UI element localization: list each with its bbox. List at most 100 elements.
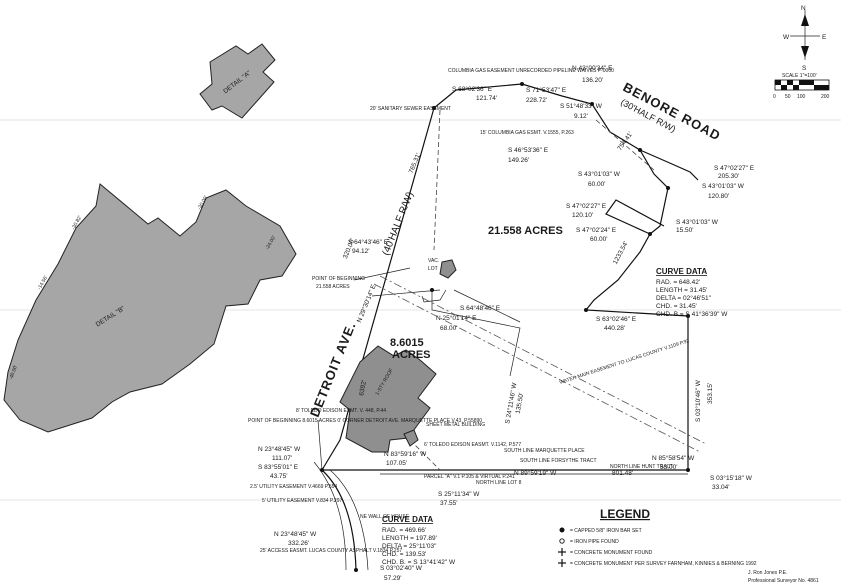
south-acreage-label-b: ACRES	[392, 349, 431, 361]
svg-text:5' UTILITY EASEMENT V.834 P.29: 5' UTILITY EASEMENT V.834 P.297	[262, 498, 342, 504]
legend-item-1: = IRON PIPE FOUND	[570, 539, 619, 545]
south-acreage-label-a: 8.6015	[390, 337, 424, 349]
svg-text:6' TOLEDO EDISON EASMT. V.1142: 6' TOLEDO EDISON EASMT. V.1142, P.577	[424, 442, 521, 448]
sheet-metal-label: SHEET METAL BUILDING	[426, 422, 485, 428]
svg-text:S 47°02'24" E: S 47°02'24" E	[576, 226, 617, 234]
scale-bar: SCALE 1"=100' 0 50 100 200	[773, 73, 830, 100]
svg-text:SOUTH LINE FORSYTHE TRACT: SOUTH LINE FORSYTHE TRACT	[520, 458, 597, 464]
svg-text:21.558 ACRES: 21.558 ACRES	[316, 284, 350, 290]
svg-text:2.5' UTILITY EASEMENT V.4669 P: 2.5' UTILITY EASEMENT V.4669 P.554	[250, 484, 337, 490]
scale-tick-2: 100	[797, 94, 806, 100]
svg-text:S 43°01'03" W: S 43°01'03" W	[578, 170, 621, 178]
bearing-labels-south: N 23°48'45" W 111.07' S 83°55'01" E 43.7…	[258, 445, 753, 582]
svg-text:S 64°48'46" E: S 64°48'46" E	[460, 304, 501, 312]
svg-text:S 64°43'46" E: S 64°43'46" E	[348, 238, 389, 246]
svg-text:WATER MAIN EASEMENT TO LUCAS C: WATER MAIN EASEMENT TO LUCAS COUNTY V.11…	[559, 338, 691, 386]
svg-text:S 46°53'36" E: S 46°53'36" E	[508, 146, 549, 154]
bearing-labels-north: N 43°00'34" E 136.20' S 68°02'36" E 121.…	[408, 64, 755, 266]
svg-text:N 83°59'16" W: N 83°59'16" W	[384, 450, 427, 458]
svg-text:CHD. B. = S 13°41'42" W: CHD. B. = S 13°41'42" W	[382, 558, 456, 566]
east-label: E	[822, 34, 827, 41]
svg-text:S 43°01'03" W: S 43°01'03" W	[702, 182, 745, 190]
svg-text:25' ACCESS EASMT. LUCAS COUNTY: 25' ACCESS EASMT. LUCAS COUNTY ASPHALT V…	[260, 548, 402, 554]
svg-text:PARCEL "A" V.1 P.105 & VIRTUAL: PARCEL "A" V.1 P.105 & VIRTUAL P.241	[424, 474, 515, 480]
svg-text:N 23°48'45" W: N 23°48'45" W	[274, 530, 317, 538]
main-parcel-boundary	[313, 83, 699, 571]
svg-text:20' SANITARY SEWER EASEMENT: 20' SANITARY SEWER EASEMENT	[370, 106, 451, 112]
svg-text:68.00': 68.00'	[440, 325, 458, 332]
svg-text:801.48': 801.48'	[612, 470, 633, 477]
svg-text:S 25°11'34" W: S 25°11'34" W	[438, 490, 480, 498]
surveyor-title: Professional Surveyor No. 4861	[748, 578, 819, 584]
svg-text:57.29': 57.29'	[384, 575, 402, 582]
svg-text:S 63°02'46" E: S 63°02'46" E	[596, 315, 637, 323]
svg-text:S 03°10'46" W: S 03°10'46" W	[694, 379, 702, 422]
north-arrow-head-icon	[801, 14, 809, 26]
north-label: N	[801, 5, 806, 12]
concrete-monument-found-icon	[558, 548, 566, 556]
svg-text:8' TOLEDO EDISON ESMT. V. 448,: 8' TOLEDO EDISON ESMT. V. 448, P.44	[296, 408, 386, 414]
legend: LEGEND = CAPPED 5/8" IRON BAR SET = IRON…	[558, 507, 757, 567]
svg-text:765.31': 765.31'	[408, 152, 422, 174]
svg-text:N 89°59'19" W: N 89°59'19" W	[514, 469, 557, 477]
svg-text:DELTA = 25°11'03": DELTA = 25°11'03"	[382, 542, 437, 550]
svg-text:N 23°48'45" W: N 23°48'45" W	[258, 445, 301, 453]
svg-text:121.74': 121.74'	[476, 95, 497, 102]
svg-text:S 68°02'36" E: S 68°02'36" E	[452, 85, 493, 93]
sheet-metal-building: SHEET METAL BUILDING	[403, 422, 485, 447]
svg-text:15.50': 15.50'	[676, 227, 694, 234]
svg-text:CHD. = 139.53': CHD. = 139.53'	[382, 551, 426, 558]
scale-label: SCALE 1"=100'	[782, 73, 817, 79]
svg-text:SOUTH LINE MARQUETTE PLACE: SOUTH LINE MARQUETTE PLACE	[504, 448, 585, 454]
main-acreage-label: 21.558 ACRES	[488, 225, 563, 237]
svg-text:S 03°15'18" W: S 03°15'18" W	[710, 474, 753, 482]
detail-b-parcel: DETAIL "B" -30.82' -14.56' -40.00' -30.0…	[3, 183, 297, 433]
svg-text:S 03°02'40" W: S 03°02'40" W	[380, 564, 423, 572]
svg-text:RAD. = 469.66': RAD. = 469.66'	[382, 527, 426, 534]
iron-bar-set-icon	[559, 527, 565, 533]
scale-tick-1: 50	[785, 94, 791, 100]
svg-text:149.26': 149.26'	[508, 157, 529, 164]
svg-text:-40.00': -40.00'	[8, 364, 19, 380]
svg-text:N 43°00'34" E: N 43°00'34" E	[572, 64, 613, 72]
svg-text:60.00': 60.00'	[588, 181, 606, 188]
svg-text:111.07': 111.07'	[272, 455, 292, 462]
curve-data-south: CURVE DATA RAD. = 469.66' LENGTH = 197.8…	[382, 515, 456, 566]
svg-text:S 71°53'47" E: S 71°53'47" E	[526, 86, 567, 94]
svg-text:CURVE DATA: CURVE DATA	[656, 267, 707, 276]
legend-item-2: = CONCRETE MONUMENT FOUND	[570, 550, 653, 556]
concrete-monument-per-survey-icon	[558, 559, 566, 567]
west-label: W	[783, 34, 790, 41]
svg-text:RAD. = 648.42': RAD. = 648.42'	[656, 279, 700, 286]
legend-item-3: = CONCRETE MONUMENT PER SURVEY FARNHAM, …	[570, 561, 757, 567]
svg-text:43.75': 43.75'	[270, 473, 288, 480]
scale-tick-0: 0	[773, 94, 776, 100]
svg-text:9.12': 9.12'	[574, 113, 588, 120]
svg-text:N 25°01'14" E: N 25°01'14" E	[436, 314, 477, 322]
svg-text:NORTH LINE LOT 8: NORTH LINE LOT 8	[476, 480, 522, 486]
svg-text:LENGTH = 31.45': LENGTH = 31.45'	[656, 287, 707, 294]
small-building-north	[439, 259, 457, 279]
surveyor-credit: J. Ron Jones P.E. Professional Surveyor …	[748, 570, 819, 584]
svg-text:33.00': 33.00'	[660, 464, 678, 471]
south-arrow-head-icon	[801, 46, 809, 58]
svg-text:120.10': 120.10'	[572, 212, 593, 219]
svg-text:LOT: LOT	[428, 266, 438, 272]
north-arrow: N S E W	[783, 5, 827, 72]
legend-title: LEGEND	[600, 507, 650, 521]
svg-text:DELTA = 02°46'51": DELTA = 02°46'51"	[656, 294, 712, 302]
svg-text:1233.54': 1233.54'	[612, 240, 630, 265]
svg-text:440.28': 440.28'	[604, 325, 625, 332]
easement-lines	[373, 109, 707, 471]
svg-text:60.00': 60.00'	[590, 236, 608, 243]
svg-text:120.80': 120.80'	[708, 193, 729, 200]
svg-text:S 47°02'27" E: S 47°02'27" E	[566, 202, 607, 210]
svg-text:754.41': 754.41'	[616, 131, 634, 152]
scale-tick-3: 200	[821, 94, 830, 100]
svg-text:VAC.: VAC.	[428, 258, 439, 264]
svg-text:135.50': 135.50'	[515, 392, 526, 414]
south-label: S	[802, 65, 807, 72]
detroit-width-label: (40'HALF R/W)	[381, 190, 416, 257]
svg-text:POINT OF BEGINNING 8.6015 ACRE: POINT OF BEGINNING 8.6015 ACRES 0' CORNE…	[248, 418, 482, 424]
